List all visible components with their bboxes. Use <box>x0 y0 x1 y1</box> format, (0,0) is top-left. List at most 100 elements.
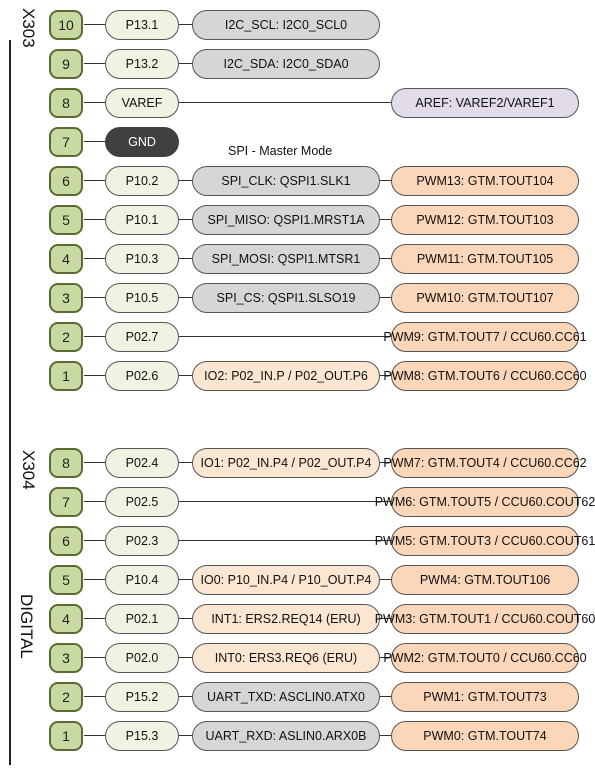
connector-line <box>84 501 105 503</box>
connector-line <box>84 336 105 338</box>
spi-mode-note: SPI - Master Mode <box>228 144 333 158</box>
connector-line <box>84 297 105 299</box>
connector-line <box>179 618 192 620</box>
pin-name-label: P10.4 <box>105 565 179 595</box>
connector-line <box>380 258 391 260</box>
pin-name-label: P02.6 <box>105 361 179 391</box>
pwm-function-label: PWM12: GTM.TOUT103 <box>391 205 579 235</box>
pin-row: 7 GND <box>0 125 583 159</box>
function-label: IO2: P02_IN.P / P02_OUT.P6 <box>192 361 380 391</box>
connector-line <box>179 63 192 65</box>
connector-line <box>84 24 105 26</box>
connector-line <box>179 501 391 503</box>
connector-line <box>84 657 105 659</box>
pin-name-label: P10.2 <box>105 166 179 196</box>
pwm-function-label: PWM4: GTM.TOUT106 <box>391 565 579 595</box>
pin-number-badge: 6 <box>49 526 83 556</box>
connector-line <box>179 696 192 698</box>
connector-line <box>380 219 391 221</box>
connector-line <box>84 219 105 221</box>
pin-row: 4 P10.3 SPI_MOSI: QSPI1.MTSR1 PWM11: GTM.TO… <box>0 242 583 276</box>
connector-line <box>380 657 391 659</box>
pin-name-label: P15.2 <box>105 682 179 712</box>
function-label: SPI_CLK: QSPI1.SLK1 <box>192 166 380 196</box>
pwm-function-label: PWM9: GTM.TOUT7 / CCU60.CC61 <box>383 322 587 352</box>
function-label: I2C_SDA: I2C0_SDA0 <box>192 49 380 79</box>
connector-line <box>84 63 105 65</box>
pin-number-badge: 7 <box>49 127 83 157</box>
pwm-function-label: PWM11: GTM.TOUT105 <box>391 244 579 274</box>
pin-number-badge: 2 <box>49 322 83 352</box>
function-label: SPI_MOSI: QSPI1.MTSR1 <box>192 244 380 274</box>
pin-name-label: P02.5 <box>105 487 179 517</box>
pwm-function-label: PWM7: GTM.TOUT4 / CCU60.CC62 <box>383 448 587 478</box>
connector-line <box>84 618 105 620</box>
function-label: SPI_CS: QSPI1.SLSO19 <box>192 283 380 313</box>
connector-line <box>380 297 391 299</box>
function-label: INT0: ERS3.REQ6 (ERU) <box>192 643 380 673</box>
function-label: INT1: ERS2.REQ14 (ERU) <box>192 604 380 634</box>
connector-line <box>84 141 105 143</box>
pin-number-badge: 1 <box>49 361 83 391</box>
pin-number-badge: 2 <box>49 682 83 712</box>
connector-line <box>84 102 105 104</box>
pin-number-badge: 3 <box>49 643 83 673</box>
connector-line <box>380 735 391 737</box>
connector-line <box>179 735 192 737</box>
function-label: IO0: P10_IN.P4 / P10_OUT.P4 <box>192 565 380 595</box>
connector-line <box>179 657 192 659</box>
pin-number-badge: 4 <box>49 244 83 274</box>
pwm-function-label: PWM8: GTM.TOUT6 / CCU60.CC60 <box>383 361 587 391</box>
pwm-function-label: PWM0: GTM.TOUT74 <box>391 721 579 751</box>
pin-name-label: P02.7 <box>105 322 179 352</box>
pwm-function-label: PWM3: GTM.TOUT1 / CCU60.COUT60 <box>375 604 595 634</box>
connector-line <box>380 180 391 182</box>
section-divider-line <box>9 40 11 765</box>
connector-line <box>179 297 192 299</box>
connector-line <box>84 258 105 260</box>
pin-name-label: P02.4 <box>105 448 179 478</box>
function-label: UART_TXD: ASCLIN0.ATX0 <box>192 682 380 712</box>
pin-name-label: VAREF <box>105 88 179 118</box>
connector-line <box>84 375 105 377</box>
connector-line <box>179 462 192 464</box>
connector-line <box>179 579 192 581</box>
pin-name-label: P02.1 <box>105 604 179 634</box>
pin-name-label: P13.2 <box>105 49 179 79</box>
pwm-function-label: PWM2: GTM.TOUT0 / CCU60.CC60 <box>383 643 587 673</box>
pwm-function-label: PWM6: GTM.TOUT5 / CCU60.COUT62 <box>375 487 595 517</box>
pwm-function-label: PWM5: GTM.TOUT3 / CCU60.COUT61 <box>375 526 595 556</box>
connector-line <box>179 336 391 338</box>
connector-line <box>179 375 192 377</box>
pin-number-badge: 10 <box>49 10 83 40</box>
function-label: SPI_MISO: QSPI1.MRST1A <box>192 205 380 235</box>
pin-number-badge: 3 <box>49 283 83 313</box>
pin-row: 8 VAREF AREF: VAREF2/VAREF1 <box>0 86 583 120</box>
connector-line <box>380 375 391 377</box>
function-label: IO1: P02_IN.P4 / P02_OUT.P4 <box>192 448 380 478</box>
pin-row: 5 P10.4 IO0: P10_IN.P4 / P10_OUT.P4 PWM4: G… <box>0 563 583 597</box>
pin-name-label: P10.1 <box>105 205 179 235</box>
function-label: UART_RXD: ASLIN0.ARX0B <box>192 721 380 751</box>
pin-number-badge: 5 <box>49 565 83 595</box>
connector-line <box>380 462 391 464</box>
pwm-function-label: AREF: VAREF2/VAREF1 <box>391 88 579 118</box>
connector-line <box>179 24 192 26</box>
pin-name-label: GND <box>105 127 179 157</box>
connector-line <box>179 180 192 182</box>
pin-number-badge: 8 <box>49 88 83 118</box>
connector-line <box>380 618 391 620</box>
connector-line <box>84 579 105 581</box>
connector-line <box>179 219 192 221</box>
pin-name-label: P10.3 <box>105 244 179 274</box>
connector-line <box>179 258 192 260</box>
